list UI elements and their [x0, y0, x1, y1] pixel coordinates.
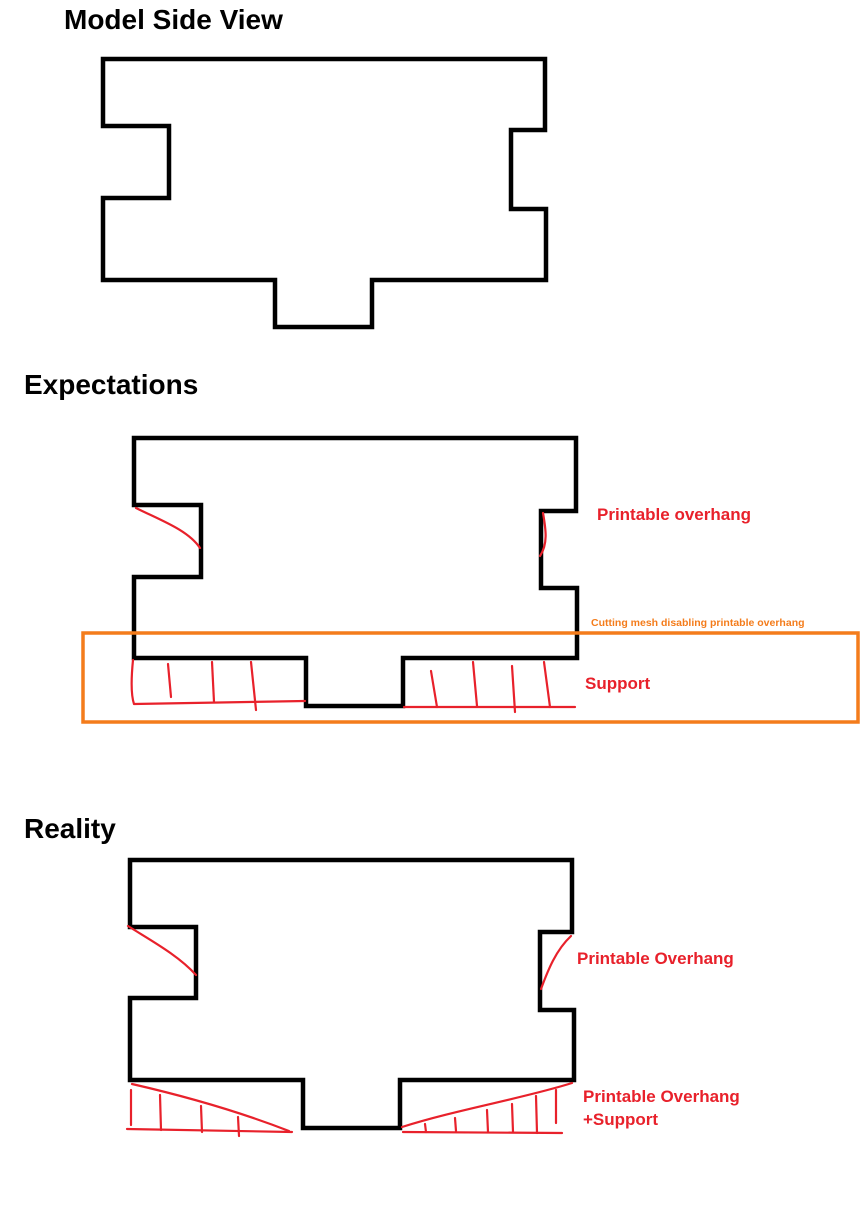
overhang-curve-right [400, 1081, 574, 1129]
expectations-title: Expectations [24, 369, 198, 400]
reality-overhang-support-hatching [125, 1081, 574, 1138]
support-hatch-line [199, 1104, 204, 1134]
support-hatch-line [429, 669, 439, 709]
reality-overhang-support-label-line2: +Support [583, 1110, 658, 1129]
reality-model-outline [127, 857, 577, 1131]
reality-overhang-marks [126, 924, 573, 991]
overhang-mark-right [539, 934, 573, 991]
support-hatch-line [210, 660, 216, 704]
support-label: Support [585, 674, 650, 693]
support-hatch-line [249, 660, 258, 712]
overhang-mark-left [126, 924, 198, 977]
support-hatch-line [158, 1093, 163, 1132]
support-hatch-line [471, 660, 479, 708]
support-outline-left [130, 658, 307, 706]
expectations-model-outline [131, 435, 580, 709]
support-hatch-line [542, 660, 552, 709]
overhang-mark-left [134, 506, 202, 550]
support-hatch-line [236, 1115, 241, 1138]
support-hatch-line [534, 1094, 539, 1135]
reality-printable-overhang-label: Printable Overhang [577, 949, 734, 968]
overhang-mark-right [538, 511, 547, 558]
overhang-curve-left [130, 1082, 291, 1133]
expectations-overhang-marks [134, 506, 547, 558]
expectations-printable-overhang-label: Printable overhang [597, 505, 751, 524]
support-base-left [125, 1127, 294, 1134]
cutting-mesh-label: Cutting mesh disabling printable overhan… [591, 617, 805, 629]
reality-title: Reality [24, 813, 116, 844]
model-outline [100, 56, 549, 330]
support-hatch-line [453, 1116, 458, 1133]
reality-overhang-support-label-line1: Printable Overhang [583, 1087, 740, 1106]
support-hatch-line [166, 662, 173, 699]
expectations-support-hatching [130, 658, 577, 714]
support-base-right [401, 1130, 564, 1135]
cutting-mesh-box [81, 631, 860, 724]
support-hatch-line [485, 1108, 490, 1134]
support-hatch-line [510, 664, 517, 714]
support-hatch-line [423, 1122, 428, 1134]
model-side-view-title: Model Side View [64, 4, 283, 35]
support-hatch-line [510, 1102, 515, 1134]
